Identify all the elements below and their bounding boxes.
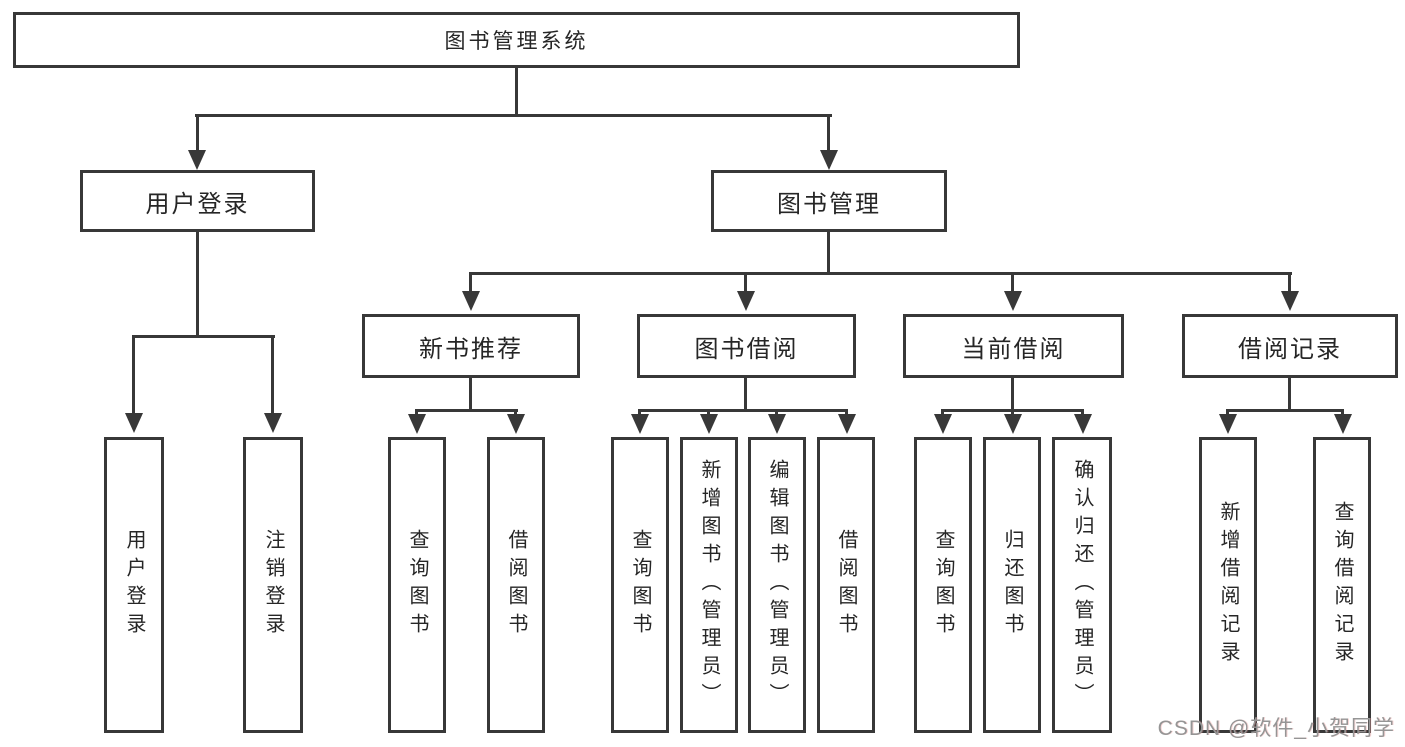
leaf-return-book-label: 归还图书: [1001, 529, 1023, 641]
leaf-add-borrow-record: 新增借阅记录: [1199, 437, 1257, 733]
connector-line: [514, 409, 517, 417]
node-book-management: 图书管理: [711, 170, 947, 232]
leaf-logout: 注销登录: [243, 437, 303, 733]
leaf-query-books-current: 查询图书: [914, 437, 972, 733]
leaf-query-borrow-record-label: 查询借阅记录: [1331, 501, 1353, 669]
connector-line: [744, 272, 747, 292]
connector-line: [1226, 409, 1344, 412]
arrow-down-icon: [462, 291, 480, 311]
leaf-return-book: 归还图书: [983, 437, 1041, 733]
connector-line: [196, 232, 199, 335]
arrow-down-icon: [838, 414, 856, 434]
connector-line: [1011, 409, 1014, 417]
connector-line: [744, 378, 747, 410]
arrow-down-icon: [631, 414, 649, 434]
connector-line: [638, 409, 848, 412]
node-book-borrowing: 图书借阅: [637, 314, 856, 378]
leaf-borrow-books-recommend: 借阅图书: [487, 437, 545, 733]
connector-line: [132, 335, 135, 413]
arrow-down-icon: [1334, 414, 1352, 434]
leaf-confirm-return-admin: 确认归还（管理员）: [1052, 437, 1112, 733]
arrow-down-icon: [1219, 414, 1237, 434]
node-current-borrowing: 当前借阅: [903, 314, 1124, 378]
connector-line: [1011, 272, 1014, 292]
arrow-down-icon: [188, 150, 206, 170]
arrow-down-icon: [737, 291, 755, 311]
leaf-query-books-recommend: 查询图书: [388, 437, 446, 733]
connector-line: [1226, 409, 1229, 417]
node-root-label: 图书管理系统: [444, 30, 589, 53]
connector-line: [415, 409, 518, 412]
connector-line: [132, 335, 275, 338]
connector-line: [469, 378, 472, 410]
connector-line: [271, 335, 274, 413]
leaf-add-book-admin: 新增图书（管理员）: [680, 437, 738, 733]
leaf-borrow-books-recommend-label: 借阅图书: [505, 529, 527, 641]
node-current-borrowing-label: 当前借阅: [961, 335, 1066, 363]
connector-line: [1011, 378, 1014, 410]
connector-line: [845, 409, 848, 417]
arrow-down-icon: [1004, 414, 1022, 434]
connector-line: [1081, 409, 1084, 417]
connector-line: [1341, 409, 1344, 417]
connector-line: [827, 232, 830, 273]
connector-line: [469, 272, 472, 292]
node-new-book-recommend: 新书推荐: [362, 314, 580, 378]
leaf-query-books-borrowing-label: 查询图书: [629, 529, 651, 641]
arrow-down-icon: [507, 414, 525, 434]
node-borrow-records: 借阅记录: [1182, 314, 1398, 378]
leaf-borrow-books-label: 借阅图书: [835, 529, 857, 641]
arrow-down-icon: [125, 413, 143, 433]
leaf-query-borrow-record: 查询借阅记录: [1313, 437, 1371, 733]
leaf-logout-label: 注销登录: [262, 529, 284, 641]
leaf-query-books-borrowing: 查询图书: [611, 437, 669, 733]
node-root: 图书管理系统: [13, 12, 1020, 68]
node-book-borrowing-label: 图书借阅: [694, 335, 799, 363]
arrow-down-icon: [1074, 414, 1092, 434]
csdn-watermark: CSDN @软件_小贺同学: [1157, 717, 1395, 740]
node-user-login: 用户登录: [80, 170, 315, 232]
connector-line: [827, 114, 830, 152]
leaf-query-books-current-label: 查询图书: [932, 529, 954, 641]
leaf-user-login: 用户登录: [104, 437, 164, 733]
connector-line: [515, 68, 518, 114]
connector-line: [941, 409, 944, 417]
leaf-borrow-books: 借阅图书: [817, 437, 875, 733]
connector-line: [195, 114, 832, 117]
node-new-book-recommend-label: 新书推荐: [419, 335, 523, 363]
arrow-down-icon: [408, 414, 426, 434]
connector-line: [1288, 272, 1291, 292]
connector-line: [196, 114, 199, 152]
leaf-edit-book-admin: 编辑图书（管理员）: [748, 437, 806, 733]
arrow-down-icon: [820, 150, 838, 170]
connector-line: [775, 409, 778, 417]
node-borrow-records-label: 借阅记录: [1238, 335, 1342, 363]
leaf-add-borrow-record-label: 新增借阅记录: [1217, 501, 1239, 669]
connector-line: [415, 409, 418, 417]
leaf-confirm-return-admin-label: 确认归还（管理员）: [1071, 459, 1093, 711]
connector-line: [707, 409, 710, 417]
connector-line: [1288, 378, 1291, 410]
arrow-down-icon: [934, 414, 952, 434]
leaf-query-books-recommend-label: 查询图书: [406, 529, 428, 641]
connector-line: [638, 409, 641, 417]
connector-line: [469, 272, 1292, 275]
arrow-down-icon: [768, 414, 786, 434]
arrow-down-icon: [700, 414, 718, 434]
node-book-management-label: 图书管理: [777, 190, 881, 218]
leaf-edit-book-admin-label: 编辑图书（管理员）: [766, 459, 788, 711]
leaf-add-book-admin-label: 新增图书（管理员）: [698, 459, 720, 711]
leaf-user-login-label: 用户登录: [123, 529, 145, 641]
arrow-down-icon: [264, 413, 282, 433]
arrow-down-icon: [1281, 291, 1299, 311]
arrow-down-icon: [1004, 291, 1022, 311]
node-user-login-label: 用户登录: [145, 190, 250, 218]
